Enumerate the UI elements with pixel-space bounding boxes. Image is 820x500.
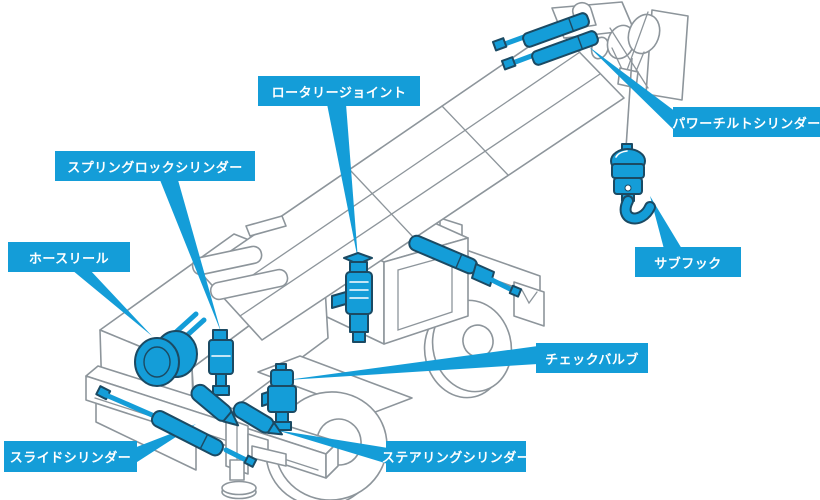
check-valve-part xyxy=(261,363,297,431)
steering-cylinder-part xyxy=(190,383,284,436)
label-rotary-joint: ロータリージョイント xyxy=(258,76,420,106)
leader-sub-hook xyxy=(650,196,682,249)
label-steering-cylinder: ステアリングシリンダー xyxy=(382,441,530,472)
leader-hose-reel xyxy=(72,270,152,336)
outrigger-jack xyxy=(221,417,287,500)
hose-reel-part xyxy=(134,311,207,387)
leader-rotary-joint xyxy=(327,104,358,260)
spring-lock-cylinder-part xyxy=(208,329,234,396)
slide-cylinder-rear-part xyxy=(408,234,523,298)
leader-spring-lock xyxy=(160,180,221,332)
leader-power-tilt xyxy=(588,46,676,132)
label-hose-reel: ホースリール xyxy=(8,242,130,272)
label-power-tilt-cylinder: パワーチルトシリンダー xyxy=(672,107,820,137)
slide-cylinder-front-part xyxy=(95,385,258,468)
boom-rest xyxy=(191,215,289,301)
power-tilt-cylinder-part xyxy=(491,12,599,71)
label-check-valve: チェックバルブ xyxy=(536,343,648,373)
label-slide-cylinder: スライドシリンダー xyxy=(4,441,137,472)
label-sub-hook: サブフック xyxy=(635,247,741,277)
leader-steering-cylinder xyxy=(276,430,388,464)
hook-cable xyxy=(625,57,633,149)
rotary-joint-part xyxy=(331,252,373,343)
leader-lines xyxy=(72,46,682,464)
sub-hook-part xyxy=(610,143,656,225)
leader-check-valve xyxy=(287,346,538,380)
label-spring-lock-cylinder: スプリングロックシリンダー xyxy=(55,151,255,181)
boom-head-sheaves xyxy=(590,9,689,101)
